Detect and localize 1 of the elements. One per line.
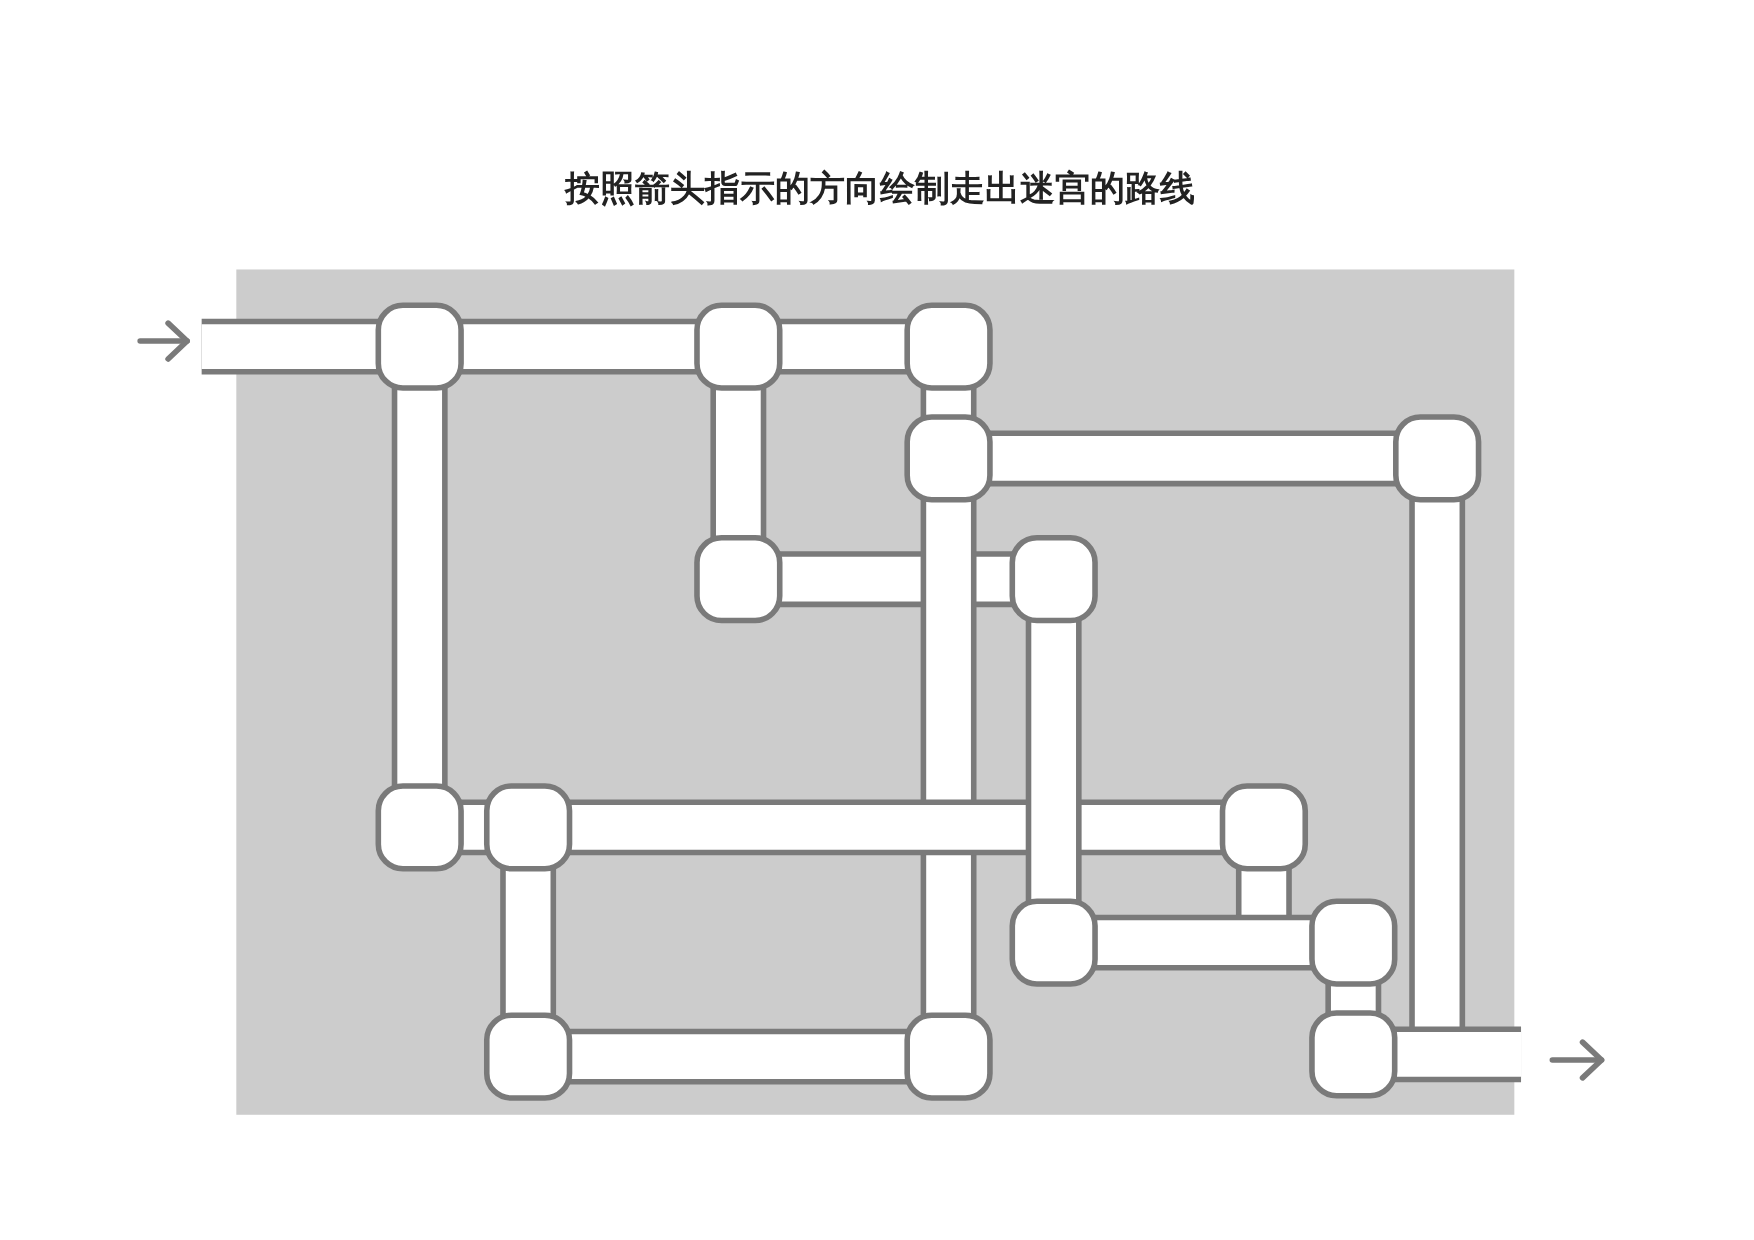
title: 按照箭头指示的方向绘制走出迷宫的路线 [563, 167, 1196, 210]
